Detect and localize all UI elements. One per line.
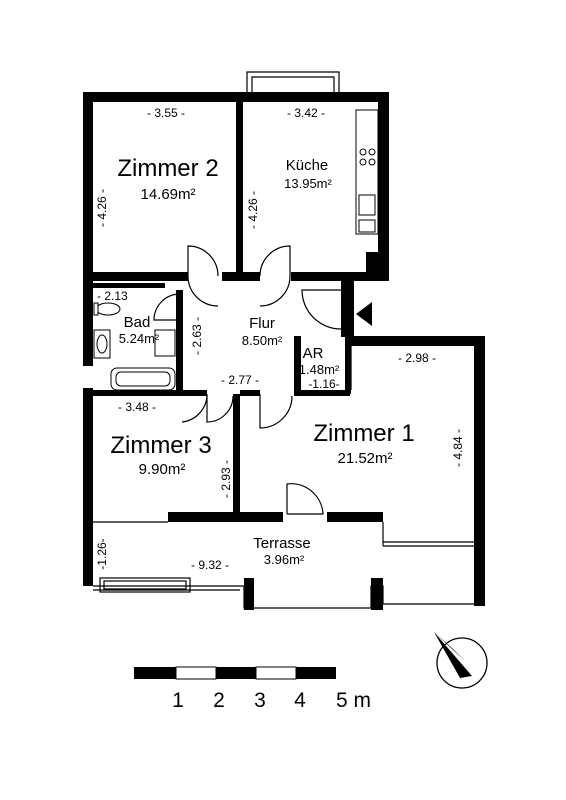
room-kueche: Küche 13.95m² - 3.42 - - 4.26 - [246, 106, 333, 229]
dimension-width: - 9.32 - [191, 558, 229, 572]
scale-label: 1 [172, 689, 184, 712]
room-flur: Flur 8.50m² - 2.77 - - 2.63 - [190, 315, 283, 387]
dimension-height: - 3.48 - [118, 400, 156, 414]
room-zimmer1: Zimmer 1 21.52m² - 2.98 - - 4.84 - [313, 351, 465, 467]
scale-label: 5 m [336, 689, 371, 712]
scale-bar: 1 2 3 4 5 m [134, 666, 371, 712]
dimension-width: - 2.77 - [221, 373, 259, 387]
room-name: Terrasse [253, 535, 311, 552]
room-area: 9.90m² [139, 461, 186, 478]
room-name: Flur [249, 315, 275, 332]
room-bad: Bad 5.24m² - 2.13 - 3.48 - [97, 289, 160, 414]
dimension-width: - 2.98 - [398, 351, 436, 365]
room-area: 21.52m² [337, 450, 392, 467]
room-area: 8.50m² [242, 333, 283, 348]
room-area: 13.95m² [284, 176, 332, 191]
room-name: Bad [124, 314, 151, 331]
room-area: 5.24m² [119, 331, 160, 346]
dimension-width: - 2.13 [97, 289, 128, 303]
scale-label: 2 [213, 689, 225, 712]
kitchen-fixtures [355, 109, 379, 235]
scale-label: 3 [254, 689, 266, 712]
room-area: 14.69m² [140, 186, 195, 203]
entrance-arrow-icon [356, 302, 372, 326]
dimension-height: - 2.63 - [190, 317, 204, 355]
thin-lines [87, 71, 474, 609]
room-zimmer3: Zimmer 3 9.90m² - 2.93 - [110, 432, 233, 498]
bathroom-fixtures [93, 302, 176, 391]
dimension-height: - 4.26 - [246, 191, 260, 229]
room-area: 1.48m² [299, 362, 340, 377]
toilet-icon [95, 302, 121, 316]
dimension-width: - 3.42 - [287, 106, 325, 120]
room-name: Küche [286, 157, 329, 174]
north-arrow-icon [434, 632, 488, 689]
dimension-width: -1.16- [308, 377, 339, 391]
kitchen-sink-icon [358, 194, 376, 216]
dimension-height: - 2.93 - [219, 460, 233, 498]
room-name: Zimmer 1 [313, 420, 414, 447]
room-terrasse: Terrasse 3.96m² - 9.32 - -1.26- [95, 535, 311, 572]
room-area: 3.96m² [264, 552, 305, 567]
room-ar: AR 1.48m² -1.16- [299, 345, 340, 391]
room-zimmer2: Zimmer 2 14.69m² - 3.55 - - 4.26 - [95, 106, 219, 227]
room-name: Zimmer 3 [110, 432, 211, 459]
dimension-width: - 3.55 - [147, 106, 185, 120]
scale-label: 4 [294, 689, 306, 712]
doors [153, 245, 342, 515]
room-name: Zimmer 2 [117, 155, 218, 182]
room-name: AR [303, 345, 324, 362]
dimension-height: -1.26- [95, 538, 109, 569]
dimension-height: - 4.26 - [95, 189, 109, 227]
dimension-height: - 4.84 - [451, 429, 465, 467]
